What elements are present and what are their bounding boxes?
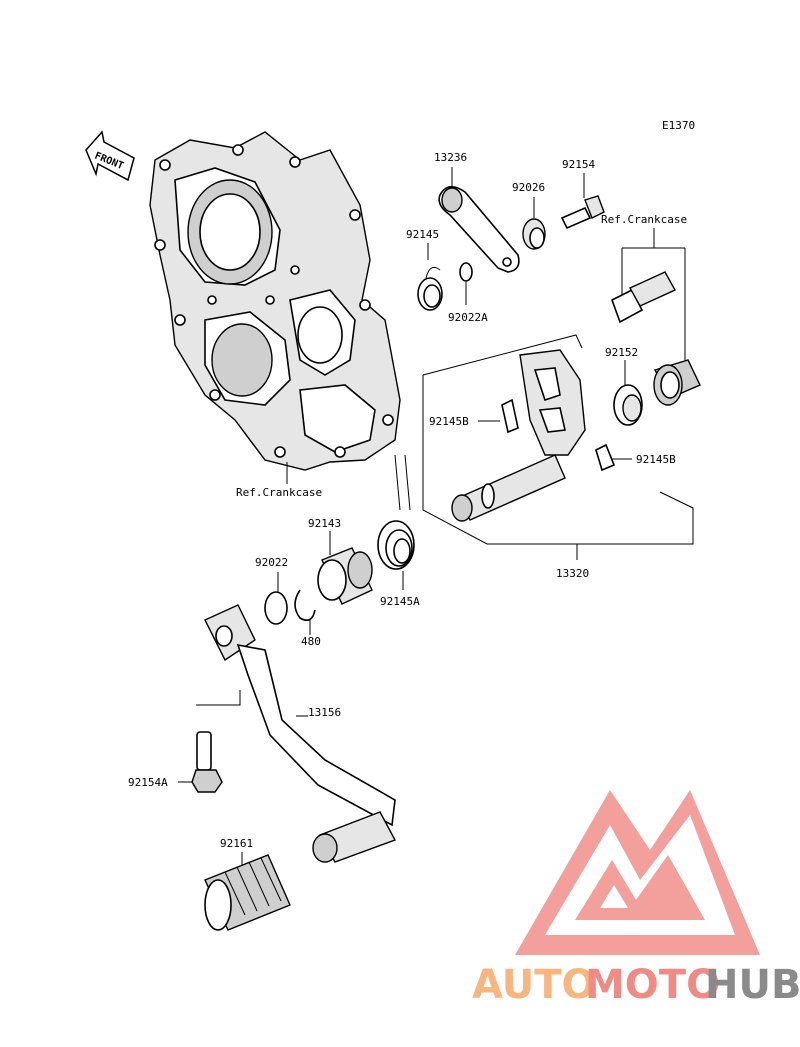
label-13156: 13156 xyxy=(308,706,341,719)
part-92026-collar xyxy=(522,218,546,250)
part-92145A-spring xyxy=(377,454,415,570)
label-92154A: 92154A xyxy=(128,776,168,789)
part-92145-spring xyxy=(417,266,443,311)
label-13236: 13236 xyxy=(434,151,467,164)
label-ref-crankcase-bottom: Ref.Crankcase xyxy=(236,486,322,499)
leader-13320-bracket xyxy=(422,334,694,545)
part-92145B-spring-left xyxy=(501,398,519,434)
part-92154-bolt xyxy=(560,195,605,230)
part-92022-washer xyxy=(264,591,288,625)
label-92026: 92026 xyxy=(512,181,545,194)
part-92154A-bolt xyxy=(191,731,223,793)
label-92145B-left: 92145B xyxy=(429,415,469,428)
label-13320: 13320 xyxy=(556,567,589,580)
svg-text:AUTO: AUTO xyxy=(472,962,596,1008)
label-92145A: 92145A xyxy=(380,595,420,608)
diagram-code: E1370 xyxy=(662,119,695,132)
part-92022A-washer xyxy=(459,262,473,282)
watermark-logo xyxy=(515,790,760,955)
label-92152: 92152 xyxy=(605,346,638,359)
label-92022: 92022 xyxy=(255,556,288,569)
label-92145: 92145 xyxy=(406,228,439,241)
leader-ref-crankcase-top xyxy=(621,228,686,360)
label-ref-crankcase-top: Ref.Crankcase xyxy=(601,213,687,226)
crankcase-cover xyxy=(149,131,401,471)
label-480: 480 xyxy=(301,635,321,648)
label-92161: 92161 xyxy=(220,837,253,850)
label-92145B-right: 92145B xyxy=(636,453,676,466)
part-92145B-spring-right xyxy=(595,443,616,472)
label-92143: 92143 xyxy=(308,517,341,530)
part-shaft-pin xyxy=(611,271,676,324)
label-92022A: 92022A xyxy=(448,311,488,324)
svg-text:MOTO: MOTO xyxy=(585,962,720,1008)
part-13156-shift-pedal xyxy=(204,604,396,863)
watermark-text: AUTO MOTO HUB xyxy=(472,962,800,1008)
part-480-circlip xyxy=(294,589,316,621)
front-arrow-icon: FRONT xyxy=(85,130,135,182)
svg-text:HUB: HUB xyxy=(705,962,800,1008)
part-13236-arm xyxy=(438,185,520,273)
part-92143-collar xyxy=(317,547,373,605)
label-92154: 92154 xyxy=(562,158,595,171)
part-13320-shift-shaft xyxy=(451,349,586,522)
leader-92154A xyxy=(178,690,241,783)
part-92161-rubber xyxy=(204,854,291,931)
part-92152-bearing xyxy=(613,359,701,426)
